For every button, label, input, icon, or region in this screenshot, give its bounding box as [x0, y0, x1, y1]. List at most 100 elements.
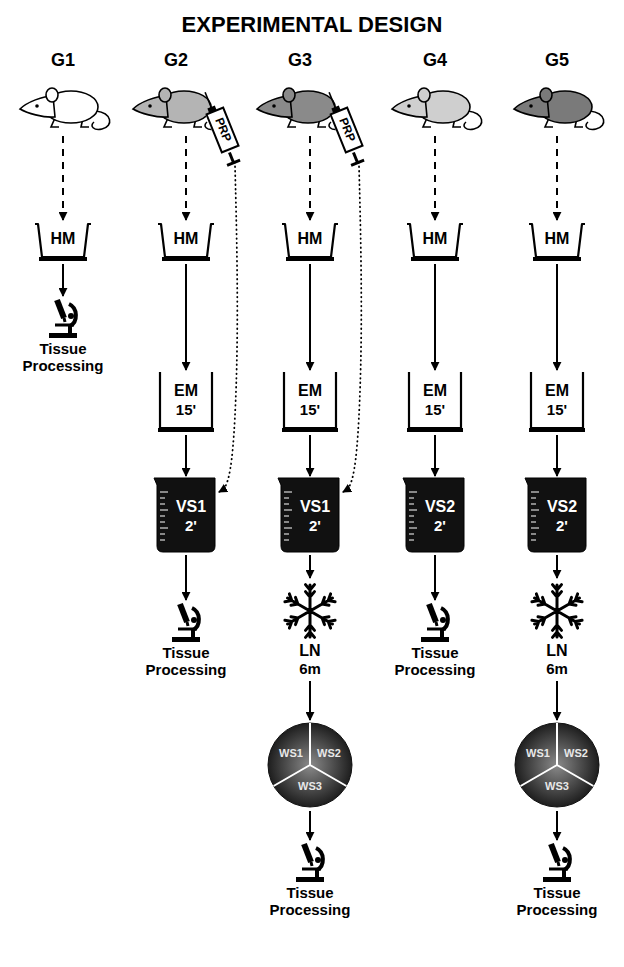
flow-arrow	[434, 264, 436, 370]
process-label: Tissue Processing	[505, 884, 609, 919]
wash-label: WS1	[279, 747, 303, 760]
dotted-arrow	[219, 162, 237, 492]
snowflake-icon	[285, 585, 335, 638]
flow-arrow	[185, 435, 187, 476]
dashed-arrow	[434, 136, 436, 220]
syringe: PRP	[205, 106, 240, 153]
beaker-label: VS2	[547, 498, 577, 516]
microscope-knob	[315, 857, 321, 863]
bath-base	[158, 428, 214, 432]
flow-arrow	[309, 555, 311, 578]
beaker: VS22'	[525, 478, 589, 552]
bath-outline	[284, 372, 336, 428]
beaker-label: 2'	[434, 517, 446, 534]
microscope-base	[172, 637, 200, 642]
rat-eye	[529, 104, 533, 108]
freezer-step: LN6m	[527, 580, 587, 678]
microscope-knob	[440, 617, 446, 623]
rat-eye	[272, 104, 276, 108]
microscope-tube	[551, 844, 558, 862]
dish-outline	[158, 224, 214, 257]
flow-arrow	[434, 555, 436, 600]
microscope-step: Tissue Processing	[505, 842, 609, 919]
microscope-tube	[180, 604, 187, 622]
process-label: Tissue Processing	[258, 884, 362, 919]
flow-arrow	[556, 681, 558, 720]
dish-label: HM	[174, 230, 199, 248]
dish-outline	[282, 224, 338, 257]
dish-box: HM	[282, 222, 338, 261]
animal-group: G5	[507, 50, 607, 133]
bath-box: EM15'	[282, 372, 338, 432]
microscope-icon	[421, 604, 449, 642]
microscope-base	[421, 637, 449, 642]
beaker: VS12'	[278, 478, 342, 552]
wheel-dividers	[274, 723, 347, 786]
beaker-body	[403, 478, 464, 552]
dish-outline	[35, 224, 91, 257]
syringe-plunger	[346, 150, 363, 165]
flow-arrow	[309, 435, 311, 476]
beaker-body	[525, 478, 586, 552]
rat-figure	[20, 88, 110, 129]
bath-base	[282, 428, 338, 432]
wash-label: WS3	[545, 781, 569, 794]
process-label: Tissue Processing	[134, 644, 238, 679]
flow-arrow	[309, 264, 311, 370]
flow-arrow	[556, 555, 558, 578]
freezer-label: LN	[546, 642, 567, 660]
dashed-arrow	[309, 136, 311, 220]
microscope-step: Tissue Processing	[11, 298, 115, 375]
dish-label: HM	[423, 230, 448, 248]
microscope-stage	[302, 862, 321, 869]
microscope-stage	[549, 862, 568, 869]
syringe-needle	[205, 92, 211, 108]
wheel-shape	[514, 722, 600, 808]
bath-label: 15'	[300, 401, 320, 418]
rat-ear	[46, 88, 58, 102]
flow-arrow	[185, 555, 187, 600]
microscope-step: Tissue Processing	[134, 602, 238, 679]
wheel-shape	[267, 722, 353, 808]
syringe-label: PRP	[211, 116, 233, 144]
rat-figure	[392, 88, 482, 129]
bath-box: EM15'	[529, 372, 585, 432]
animal-group: G1	[13, 50, 113, 133]
wash-label: WS3	[298, 781, 322, 794]
microscope-step: Tissue Processing	[258, 842, 362, 919]
dashed-arrow	[556, 136, 558, 220]
group-label: G4	[423, 50, 447, 71]
dish-base	[533, 257, 581, 261]
bath-outline	[531, 372, 583, 428]
freezer-step: LN6m	[280, 580, 340, 678]
microscope-base	[49, 333, 77, 338]
microscope-knob	[562, 857, 568, 863]
flow-arrow	[434, 435, 436, 476]
bath-label: 15'	[176, 401, 196, 418]
microscope-knob	[191, 617, 197, 623]
beaker-label: 2'	[309, 517, 321, 534]
microscope-arm	[441, 608, 448, 637]
beaker-body	[154, 478, 215, 552]
microscope-arm	[69, 304, 76, 333]
bath-label: EM	[423, 382, 447, 400]
syringe-needle	[329, 92, 335, 108]
freezer-label: LN	[299, 642, 320, 660]
beaker-label: 2'	[185, 517, 197, 534]
microscope-icon	[543, 844, 571, 882]
bath-box: EM15'	[407, 372, 463, 432]
dish-box: HM	[529, 222, 585, 261]
bath-outline	[160, 372, 212, 428]
microscope-base	[543, 877, 571, 882]
beaker: VS12'	[154, 478, 218, 552]
wheel-disc	[268, 723, 352, 807]
dish-base	[39, 257, 87, 261]
microscope-tube	[429, 604, 436, 622]
flow-arrow	[309, 811, 311, 840]
microscope-stage	[55, 318, 74, 325]
flow-arrow	[62, 264, 64, 296]
syringe-label: PRP	[335, 116, 357, 144]
syringe-hub	[207, 106, 216, 114]
dashed-arrow	[185, 136, 187, 220]
animal-group: G4	[385, 50, 485, 133]
